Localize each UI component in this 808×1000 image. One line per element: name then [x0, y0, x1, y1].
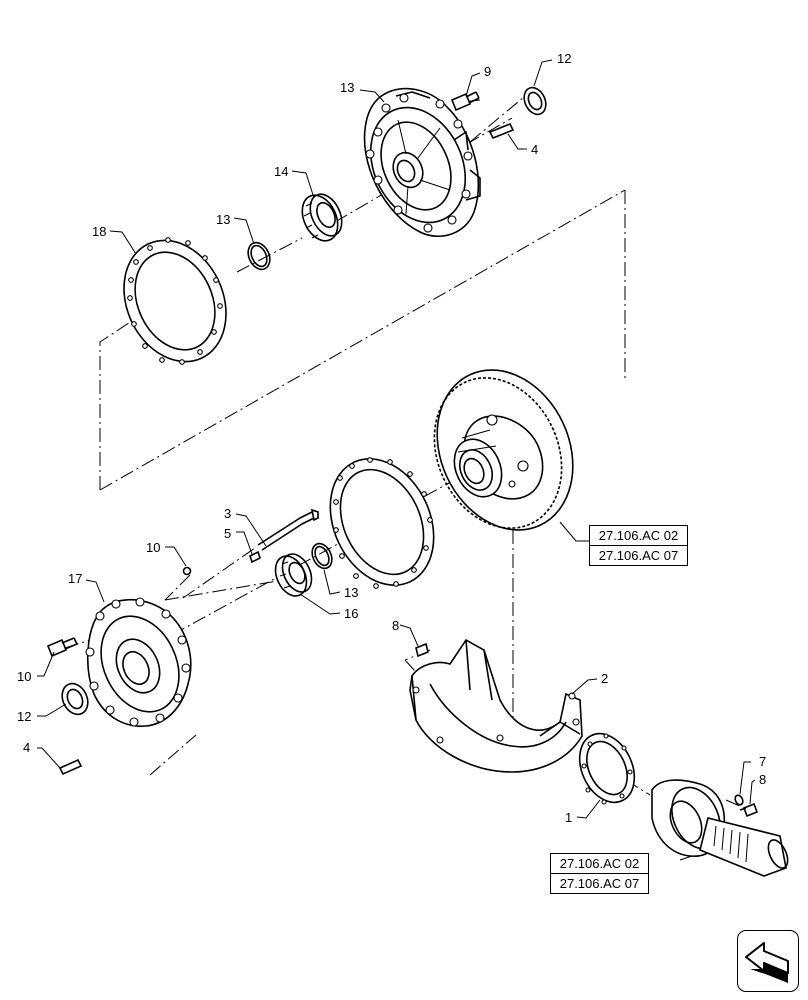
part-10-bolt	[46, 637, 78, 658]
part-15-housing	[363, 87, 481, 237]
next-page-arrow-icon[interactable]	[737, 930, 799, 992]
callout-12-top: 12	[557, 51, 571, 66]
middle-gasket	[329, 457, 435, 589]
part-12-seal-top	[523, 86, 547, 116]
part-14-bearing	[301, 193, 343, 242]
callout-5: 5	[224, 526, 231, 541]
callout-13-bottom: 13	[344, 585, 358, 600]
callout-4-top: 4	[531, 142, 538, 157]
callout-7: 8	[759, 772, 766, 787]
hub-reference-1[interactable]: 27.106.AC 02	[598, 528, 679, 543]
callout-15: 13	[340, 80, 354, 95]
part-6-washer	[734, 794, 744, 806]
leader-lines	[37, 59, 756, 861]
shaft-reference-box[interactable]: 27.106.AC 02 27.106.AC 07	[550, 853, 649, 894]
shaft-reference-1[interactable]: 27.106.AC 02	[559, 856, 640, 871]
callout-3: 3	[224, 506, 231, 521]
part-8-bolt	[415, 642, 429, 658]
callout-10: 10	[17, 669, 31, 684]
part-13-snap-ring-top	[247, 241, 271, 271]
callout-13-top: 13	[216, 212, 230, 227]
shaft-reference-2[interactable]: 27.106.AC 07	[551, 873, 648, 893]
callout-1: 1	[565, 810, 572, 825]
part-5-fitting	[249, 550, 261, 564]
part-2-carrier	[409, 638, 583, 773]
hub-assembly	[433, 369, 574, 531]
callout-14: 14	[274, 164, 288, 179]
part-13-snap-ring-bottom	[311, 542, 333, 570]
part-11-plug	[182, 566, 192, 576]
callout-6: 7	[759, 754, 766, 769]
callout-8: 8	[392, 618, 399, 633]
part-1-gasket	[578, 732, 636, 805]
part-16-bearing	[274, 553, 313, 597]
part-4-pin-top	[488, 122, 515, 140]
callout-4-bottom: 4	[23, 740, 30, 755]
part-18-gasket	[123, 237, 227, 365]
callout-labels: 13 9 12 4 14 13 18 3 5 10 17 10 12 4 13 …	[17, 51, 766, 825]
part-12-seal-bottom	[61, 682, 89, 716]
part-9-bolt	[450, 91, 480, 112]
part-7-bolt	[739, 802, 759, 818]
part-4-pin-bottom	[58, 758, 83, 776]
part-17-cover	[85, 597, 192, 727]
shaft-assembly	[651, 779, 789, 877]
callout-12-bottom: 12	[17, 709, 31, 724]
callout-18: 18	[92, 224, 106, 239]
callout-9: 9	[484, 64, 491, 79]
callout-16: 16	[344, 606, 358, 621]
part-3-tube	[257, 508, 319, 551]
callout-2: 2	[601, 671, 608, 686]
arrow-glyph-icon	[745, 942, 789, 983]
callout-11: 10	[146, 540, 160, 555]
callout-17: 17	[68, 571, 82, 586]
hub-reference-2[interactable]: 27.106.AC 07	[590, 545, 687, 565]
hub-reference-box[interactable]: 27.106.AC 02 27.106.AC 07	[589, 525, 688, 566]
